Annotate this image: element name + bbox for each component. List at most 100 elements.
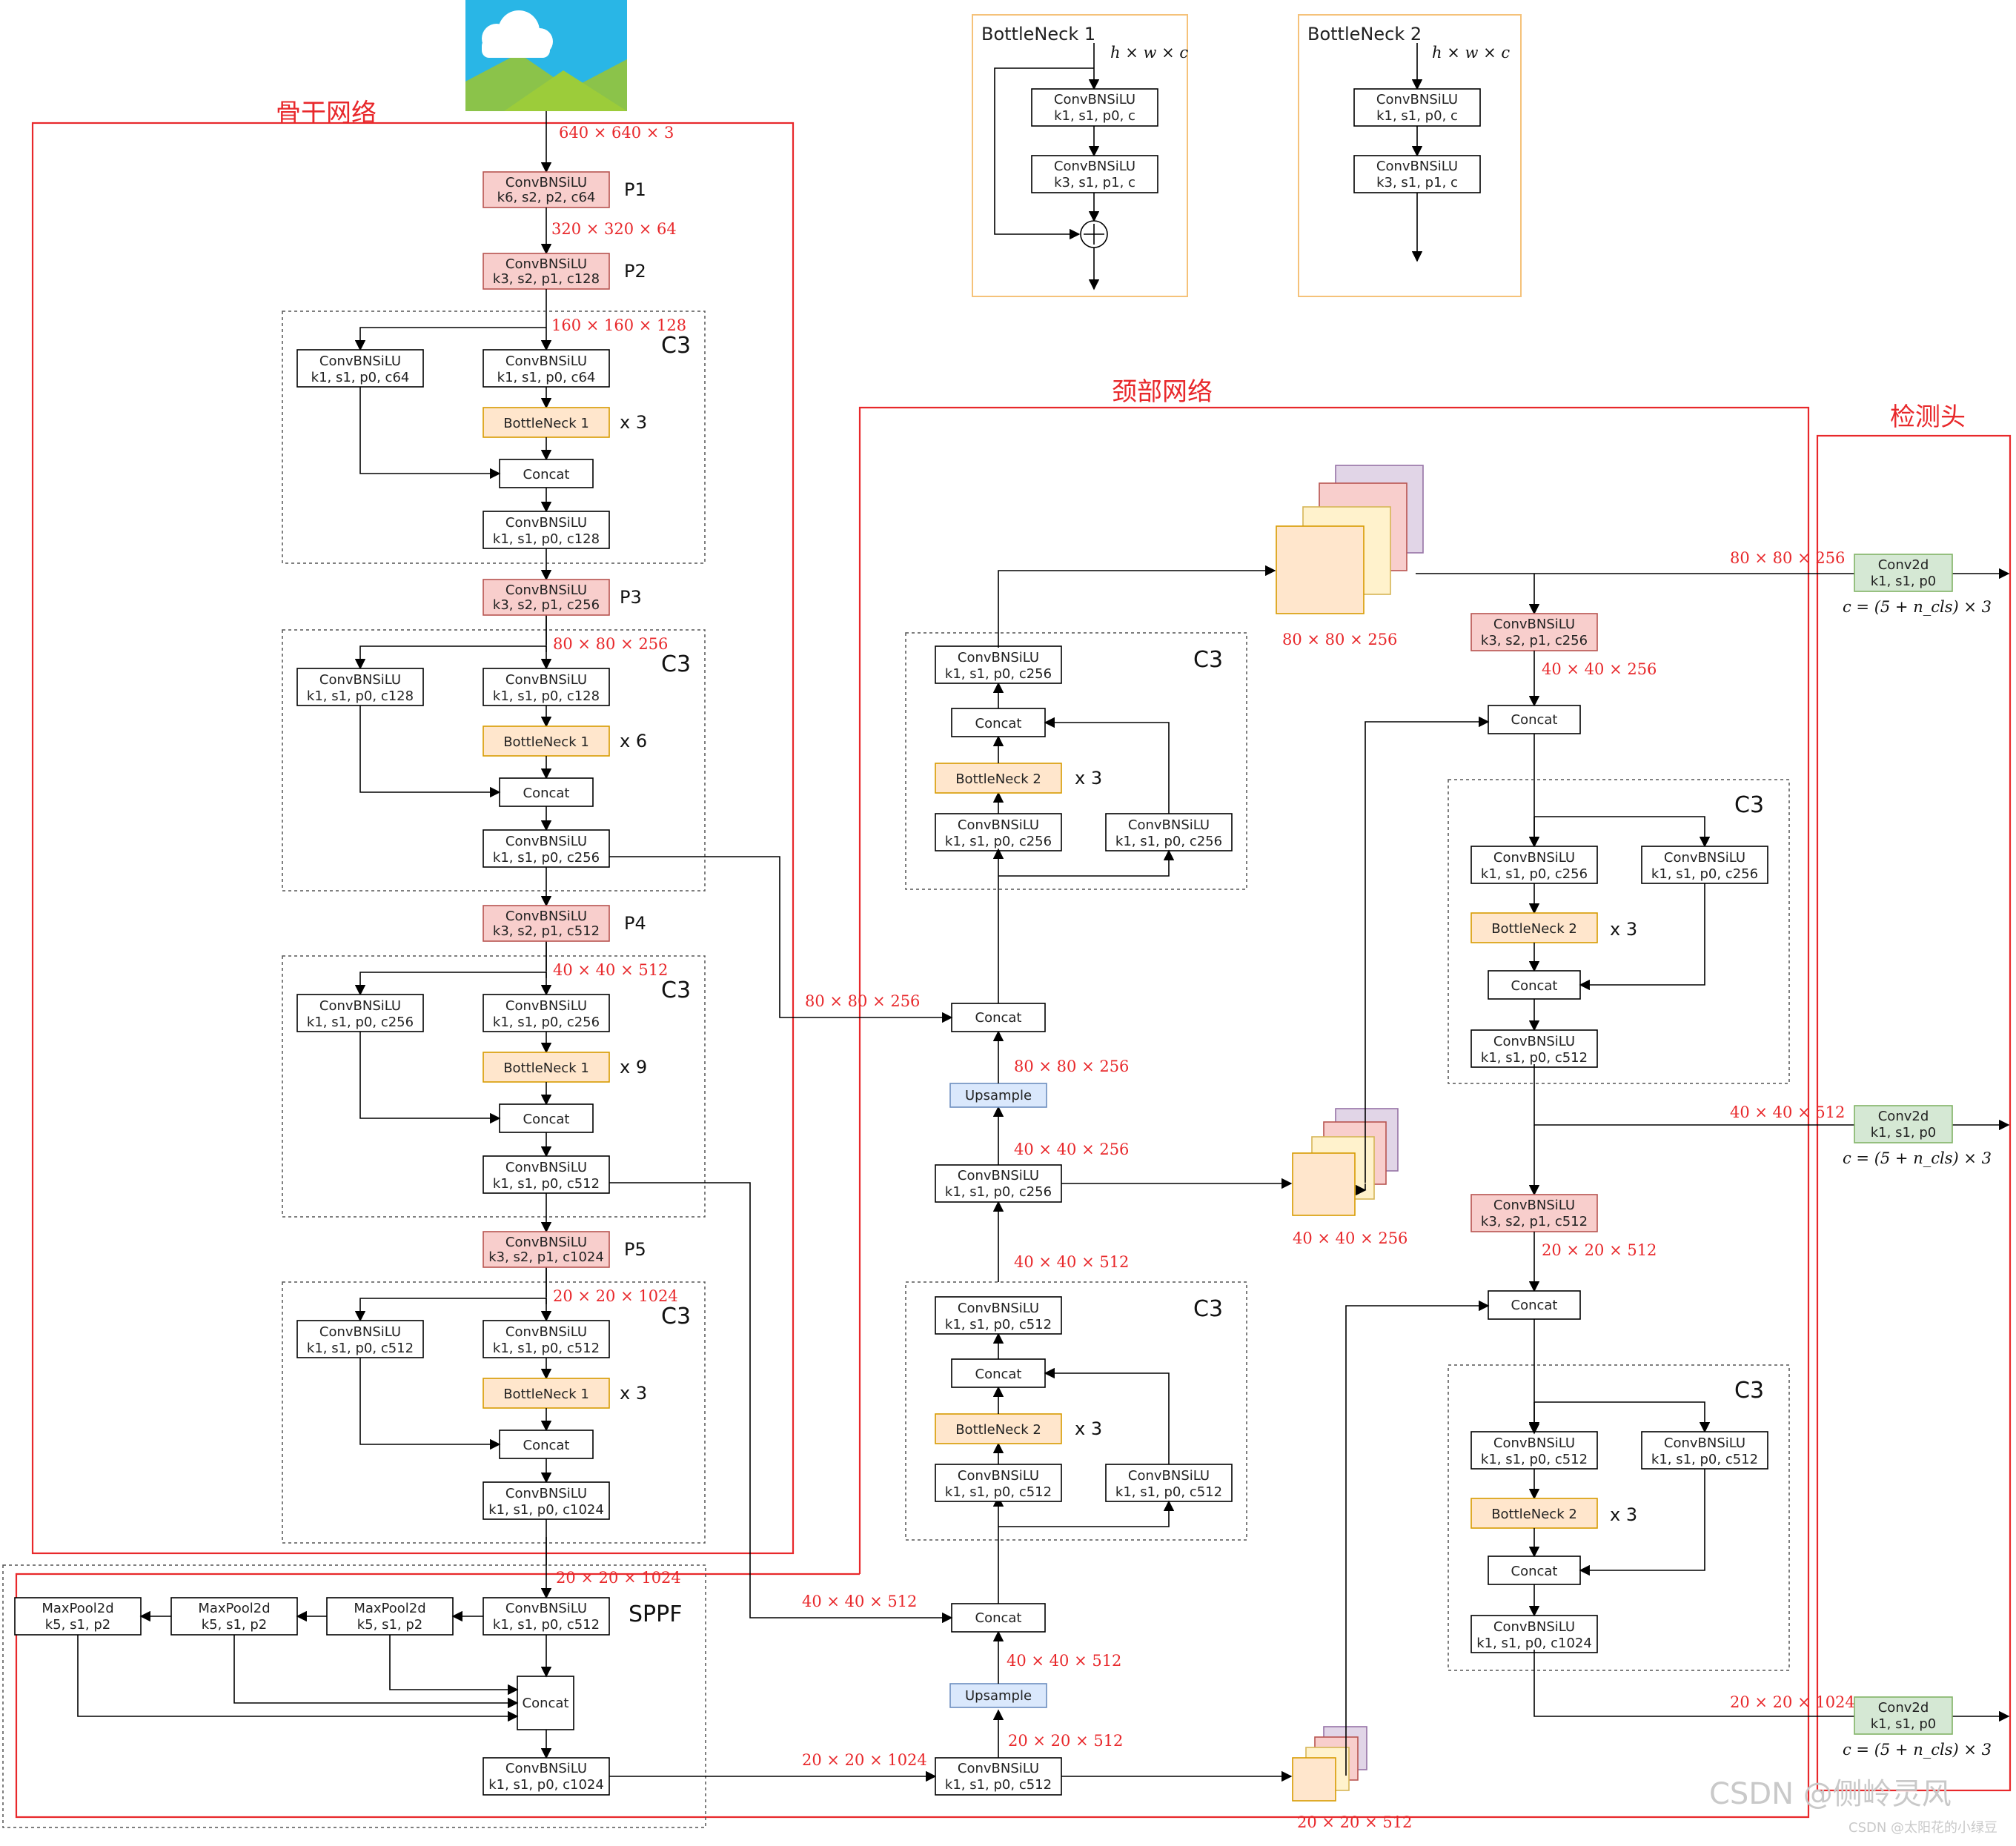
svg-text:k1, s1, p0, c512: k1, s1, p0, c512 [493, 1176, 600, 1192]
svg-text:k1, s1, p0, c128: k1, s1, p0, c128 [493, 531, 600, 547]
svg-text:k1, s1, p0, c512: k1, s1, p0, c512 [1115, 1484, 1222, 1500]
svg-text:BottleNeck 1: BottleNeck 1 [503, 1387, 589, 1402]
svg-text:BottleNeck 1: BottleNeck 1 [503, 734, 589, 750]
svg-text:MaxPool2d: MaxPool2d [198, 1601, 270, 1616]
c3-bottleneck-node: BottleNeck 1 [483, 1378, 610, 1409]
svg-text:ConvBNSiLU: ConvBNSiLU [1493, 1034, 1575, 1049]
svg-text:Upsample: Upsample [965, 1088, 1032, 1103]
c3-concat-node: Concat [499, 1430, 594, 1459]
svg-text:k1, s1, p0: k1, s1, p0 [1871, 1716, 1936, 1732]
sppf-label: SPPF [629, 1601, 682, 1627]
svg-text:ConvBNSiLU: ConvBNSiLU [505, 1761, 587, 1776]
head-conv2d-20-node: Conv2d k1, s1, p0 [1854, 1696, 1953, 1735]
neck-frame [15, 406, 1810, 1819]
p4-conv-node: ConvBNSiLU k3, s2, p1, c512 [483, 905, 610, 942]
svg-text:k1, s1, p0, c256: k1, s1, p0, c256 [493, 1015, 600, 1030]
svg-text:k1, s1, p0, c256: k1, s1, p0, c256 [1481, 866, 1588, 882]
p2-conv-node: ConvBNSiLU k3, s2, p1, c128 [483, 253, 610, 290]
svg-text:k3, s2, p1, c128: k3, s2, p1, c128 [493, 271, 600, 287]
svg-text:k3, s1, p1, c: k3, s1, p1, c [1376, 175, 1458, 190]
svg-text:Conv2d: Conv2d [1878, 1700, 1929, 1716]
c3-bottleneck-node: BottleNeck 1 [483, 726, 610, 757]
sppf-maxpool1-node: MaxPool2d k5, s1, p2 [326, 1597, 454, 1636]
svg-text:k3, s2, p1, c512: k3, s2, p1, c512 [1481, 1214, 1588, 1229]
dim-label: 80 × 80 × 256 [553, 635, 668, 653]
neck-conv-c512-node: ConvBNSiLU k1, s1, p0, c512 [935, 1757, 1062, 1796]
svg-text:Conv2d: Conv2d [1878, 557, 1929, 573]
svg-text:ConvBNSiLU: ConvBNSiLU [958, 650, 1039, 665]
svg-text:k1, s1, p0, c512: k1, s1, p0, c512 [1481, 1452, 1588, 1467]
repeat-label: x 3 [1075, 768, 1102, 788]
dim-label: 40 × 40 × 256 [1014, 1141, 1129, 1158]
dim-label: 80 × 80 × 256 [1730, 549, 1845, 567]
sppf-conv1-node: ConvBNSiLU k1, s1, p0, c512 [483, 1597, 610, 1636]
svg-text:k1, s1, p0, c512: k1, s1, p0, c512 [1651, 1452, 1758, 1467]
svg-text:k1, s1, p0, c256: k1, s1, p0, c256 [493, 850, 600, 866]
c3-label: C3 [1734, 792, 1764, 818]
svg-text:ConvBNSiLU: ConvBNSiLU [319, 1324, 401, 1340]
svg-text:k1, s1, p0, c64: k1, s1, p0, c64 [497, 370, 596, 385]
svg-text:ConvBNSiLU: ConvBNSiLU [505, 834, 587, 849]
p2-label: P2 [624, 261, 646, 282]
feature-map-20x20: 20 × 20 × 512 [1292, 1726, 1412, 1831]
svg-text:ConvBNSiLU: ConvBNSiLU [505, 672, 587, 688]
repeat-label: x 3 [1610, 1504, 1637, 1525]
svg-text:k1, s1, p0, c1024: k1, s1, p0, c1024 [1476, 1636, 1592, 1651]
svg-text:Concat: Concat [523, 786, 570, 801]
dim-label: 320 × 320 × 64 [551, 220, 677, 238]
dim-label: 20 × 20 × 512 [1008, 1732, 1123, 1750]
sppf-maxpool3-node: MaxPool2d k5, s1, p2 [14, 1597, 142, 1636]
backbone-frame [31, 122, 795, 1555]
svg-text:ConvBNSiLU: ConvBNSiLU [505, 256, 587, 272]
svg-text:ConvBNSiLU: ConvBNSiLU [505, 515, 587, 531]
c3-label: C3 [1193, 647, 1223, 673]
svg-text:BottleNeck 1: BottleNeck 1 [503, 1060, 589, 1076]
svg-text:ConvBNSiLU: ConvBNSiLU [505, 582, 587, 598]
svg-text:k1, s1, p0, c256: k1, s1, p0, c256 [945, 666, 1052, 682]
svg-text:k1, s1, p0, c512: k1, s1, p0, c512 [945, 1484, 1052, 1500]
svg-text:ConvBNSiLU: ConvBNSiLU [505, 1486, 587, 1501]
svg-text:BottleNeck 2: BottleNeck 2 [1491, 1507, 1577, 1522]
neck-upsample-2-node: Upsample [949, 1083, 1047, 1108]
pan-concat-2-node: Concat [1488, 1290, 1581, 1320]
svg-text:ConvBNSiLU: ConvBNSiLU [1128, 817, 1210, 833]
c3-concat-node: Concat [499, 1103, 594, 1133]
c3-bottleneck-node: BottleNeck 1 [483, 1052, 610, 1083]
svg-text:ConvBNSiLU: ConvBNSiLU [1054, 92, 1135, 107]
c3-label: C3 [1193, 1296, 1223, 1322]
dim-label: 20 × 20 × 1024 [802, 1751, 927, 1769]
svg-text:k5, s1, p2: k5, s1, p2 [45, 1617, 110, 1633]
c3-concat-node: Concat [951, 1358, 1046, 1388]
svg-text:k3, s2, p1, c512: k3, s2, p1, c512 [493, 923, 600, 939]
bottleneck1-definition-panel: BottleNeck 1 h × w × c ConvBNSiLU k1, s1… [972, 14, 1188, 297]
head-conv2d-80-node: Conv2d k1, s1, p0 [1854, 554, 1953, 592]
svg-text:Concat: Concat [523, 1438, 570, 1453]
dim-label: 40 × 40 × 512 [1730, 1103, 1845, 1121]
svg-text:ConvBNSiLU: ConvBNSiLU [505, 175, 587, 190]
svg-text:k1, s1, p0, c512: k1, s1, p0, c512 [493, 1617, 600, 1633]
svg-text:ConvBNSiLU: ConvBNSiLU [1376, 159, 1458, 174]
dim-label: 20 × 20 × 512 [1542, 1241, 1657, 1259]
c3-bottleneck-node: BottleNeck 1 [483, 407, 610, 438]
repeat-label: x 6 [620, 731, 647, 751]
svg-text:BottleNeck 2: BottleNeck 2 [1491, 921, 1577, 937]
svg-text:Concat: Concat [975, 716, 1022, 731]
svg-text:k3, s2, p1, c1024: k3, s2, p1, c1024 [488, 1249, 604, 1265]
svg-text:k1, s1, p0, c512: k1, s1, p0, c512 [945, 1777, 1052, 1793]
backbone-section-title: 骨干网络 [276, 99, 377, 128]
